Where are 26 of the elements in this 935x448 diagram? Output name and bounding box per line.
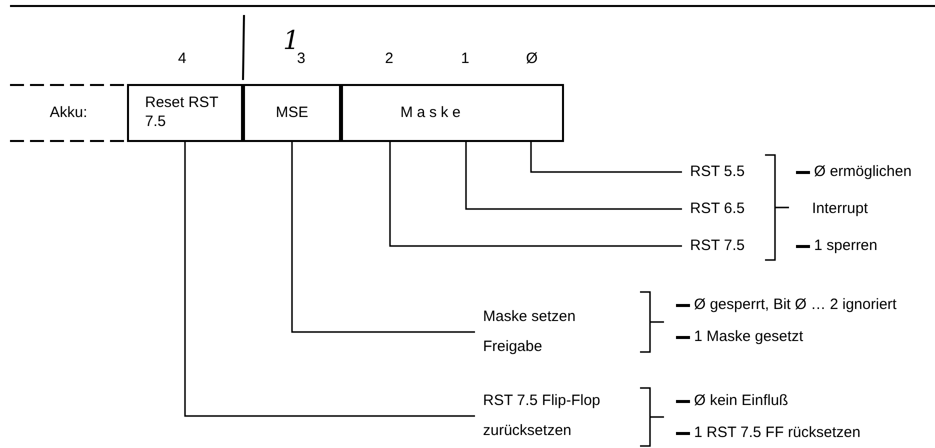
bit-number: 2: [385, 49, 394, 69]
note-text: Ø kein Einfluß: [694, 391, 788, 411]
note-text: 1 sperren: [814, 236, 878, 256]
register-field: MSE: [243, 84, 341, 142]
note-text: Ø gesperrt, Bit Ø … 2 ignoriert: [694, 295, 897, 315]
note-text: Interrupt: [812, 199, 868, 219]
leader-line: [291, 142, 475, 333]
leader-line: [530, 142, 682, 173]
bit-description: RST 5.5: [690, 160, 770, 184]
bit-number: 3: [297, 49, 306, 69]
bit-number: Ø: [526, 49, 538, 69]
note-text: 1 RST 7.5 FF rücksetzen: [694, 423, 860, 443]
bit-number: 1: [461, 49, 470, 69]
note-text: 1 Maske gesetzt: [694, 327, 804, 347]
register-field: Reset RST 7.5: [127, 84, 243, 142]
bit-number: 4: [178, 49, 186, 69]
register-field: Maske: [341, 84, 564, 142]
bit-description: RST 7.5 Flip-Flop zurücksetzen: [483, 386, 633, 446]
register-label: Akku:: [10, 84, 127, 142]
bit-description: Maske setzen Freigabe: [483, 302, 613, 362]
leader-line: [184, 142, 475, 417]
leader-line: [389, 142, 682, 247]
note-text: Ø ermöglichen: [814, 162, 912, 182]
bit-description: RST 6.5: [690, 197, 770, 221]
bit-description: RST 7.5: [690, 234, 770, 258]
leader-line: [465, 142, 682, 210]
